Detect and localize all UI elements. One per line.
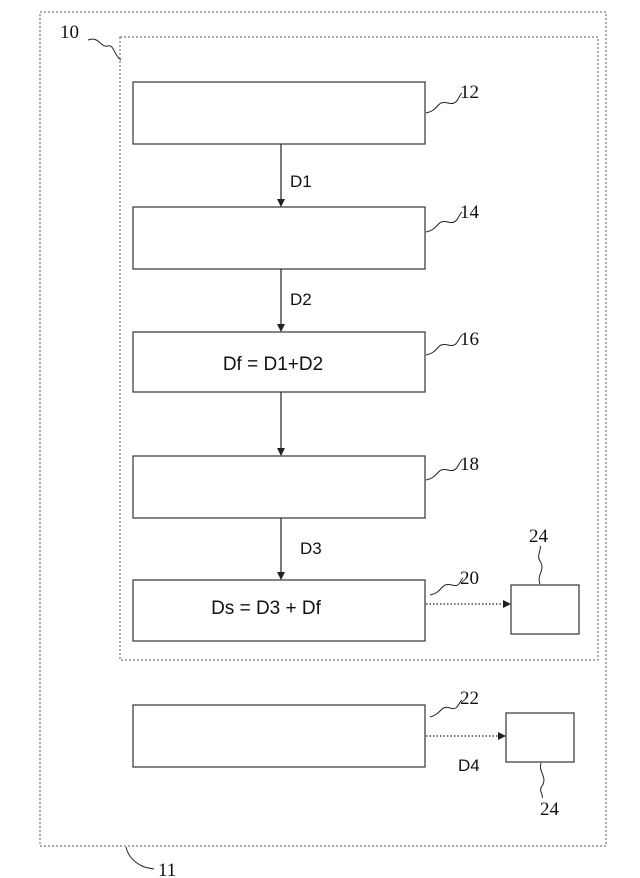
ref-24-bottom: 24 (540, 799, 560, 820)
ref-11: 11 (158, 860, 176, 878)
leader-22 (430, 700, 462, 717)
leader-12 (426, 93, 462, 113)
leader-20 (430, 578, 463, 595)
box-20-label: Ds = D3 + Df (211, 598, 322, 619)
edge-label-d4: D4 (458, 756, 480, 775)
leader-14 (426, 212, 462, 232)
ref-16: 16 (460, 329, 479, 350)
leader-24-top (539, 546, 542, 584)
ref-18: 18 (460, 454, 479, 475)
box-22 (133, 705, 425, 767)
box-12 (133, 82, 425, 144)
ref-20: 20 (460, 568, 479, 589)
ref-12: 12 (460, 82, 479, 103)
ref-22: 22 (460, 688, 479, 709)
leader-16 (426, 335, 462, 355)
output-box-24-top (511, 585, 579, 634)
ref-14: 14 (460, 202, 480, 223)
ref-24-top: 24 (529, 526, 549, 547)
leader-24-bottom (540, 763, 544, 798)
box-14 (133, 207, 425, 269)
leader-10 (88, 39, 121, 60)
edge-label-d2: D2 (290, 290, 312, 309)
output-box-24-bottom (506, 713, 574, 762)
box-18 (133, 456, 425, 518)
edge-label-d1: D1 (290, 172, 312, 191)
box-16-label: Df = D1+D2 (223, 354, 323, 375)
edge-label-d3: D3 (300, 539, 322, 558)
leader-11 (126, 847, 154, 869)
ref-10: 10 (60, 22, 79, 43)
leader-18 (426, 460, 462, 480)
